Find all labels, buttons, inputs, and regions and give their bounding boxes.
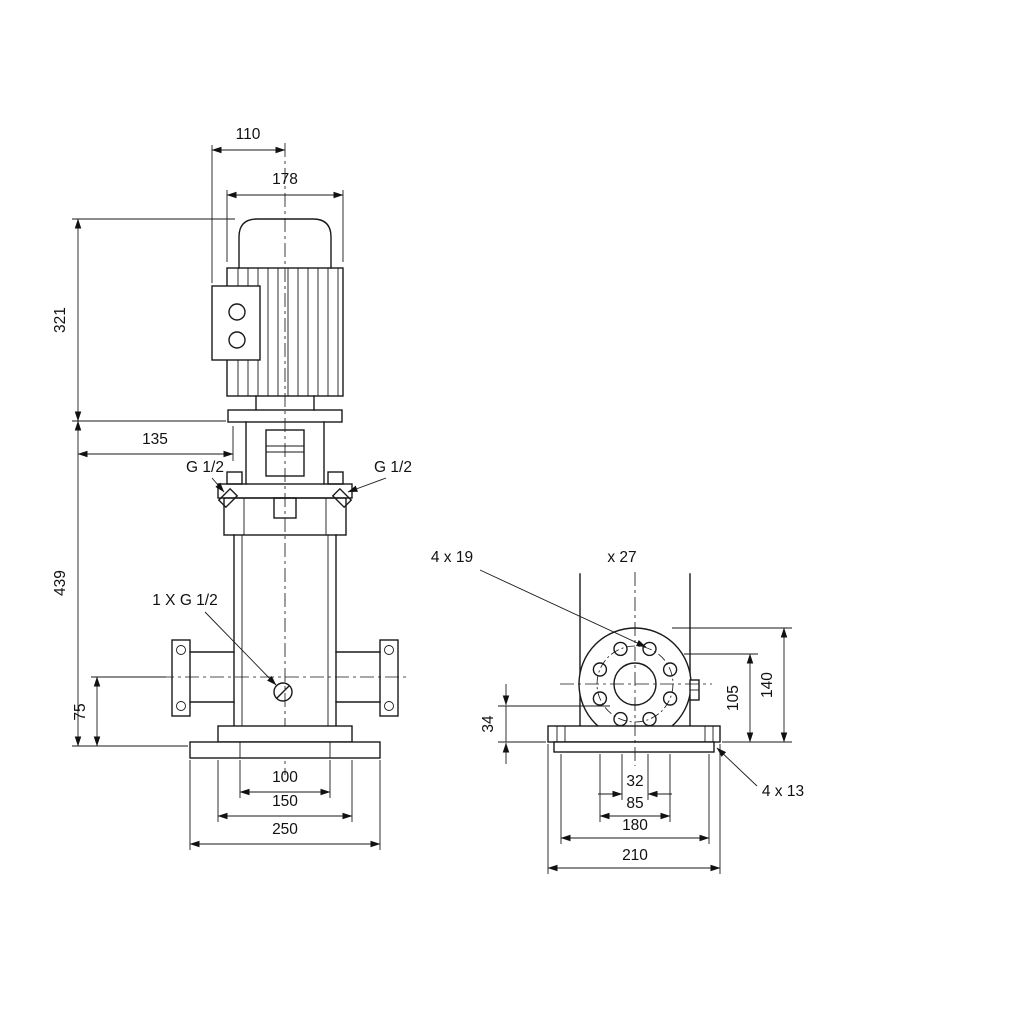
dim-140-label: 140 bbox=[759, 672, 776, 698]
bolt-hole bbox=[642, 641, 657, 657]
bolt-hole bbox=[662, 662, 678, 677]
base-foot-plate bbox=[189, 741, 381, 759]
plug-right-label: G 1/2 bbox=[374, 459, 412, 476]
dim-150-label: 150 bbox=[272, 793, 298, 810]
leader-plug-right bbox=[347, 477, 387, 493]
pipe-lines bbox=[189, 651, 381, 703]
dim-32-label: 32 bbox=[626, 773, 643, 790]
base-plate-side bbox=[547, 725, 721, 743]
leader-drain bbox=[204, 611, 277, 686]
dim-105-label: 105 bbox=[725, 685, 742, 711]
cable-entry-bottom bbox=[228, 331, 246, 349]
head-inner-lines bbox=[243, 498, 327, 535]
drain-label: 1 X G 1/2 bbox=[152, 592, 217, 609]
flange-right bbox=[379, 639, 399, 717]
dim-135-label: 135 bbox=[142, 431, 168, 448]
motor-stool bbox=[245, 421, 325, 485]
vent-plug-left bbox=[217, 487, 239, 509]
base-front bbox=[189, 725, 381, 759]
base-side bbox=[547, 725, 721, 753]
pipe-connections bbox=[171, 639, 399, 717]
base-slots-side bbox=[556, 726, 714, 742]
dim-110-label: 110 bbox=[236, 126, 261, 143]
bolt-hole bbox=[592, 691, 608, 706]
dim-178-label: 178 bbox=[272, 171, 298, 188]
base-slot-marks bbox=[239, 742, 331, 758]
hole-callout-label-2: x 27 bbox=[607, 549, 636, 566]
tie-rod-nut-left bbox=[226, 471, 243, 485]
dim-75-label: 75 bbox=[72, 703, 89, 720]
base-hole-label: 4 x 13 bbox=[762, 783, 804, 800]
terminal-box bbox=[211, 285, 261, 361]
front-dimensions: 110 178 321 439 135 75 100 bbox=[52, 126, 412, 850]
bolt-hole bbox=[613, 641, 628, 657]
dim-439-label: 439 bbox=[52, 570, 69, 596]
ext-line bbox=[226, 190, 344, 262]
hole-callout-label-1: 4 x 19 bbox=[431, 549, 473, 566]
front-view: 110 178 321 439 135 75 100 bbox=[52, 126, 412, 850]
stool-sides bbox=[245, 421, 325, 485]
motor-neck bbox=[255, 395, 315, 411]
leader-plug-left bbox=[211, 477, 225, 493]
dim-85-label: 85 bbox=[626, 795, 643, 812]
flange-bolt-hole bbox=[384, 701, 394, 711]
side-view: 4 x 19 x 27 105 140 34 4 x 13 32 bbox=[431, 549, 804, 874]
drain-plug-circle bbox=[273, 682, 293, 702]
flange-bolt-holes bbox=[592, 641, 678, 727]
motor-flange bbox=[227, 409, 343, 423]
ext-line bbox=[547, 744, 721, 874]
drain-plug bbox=[273, 682, 293, 702]
chamber-stack bbox=[233, 534, 337, 727]
drain-plug-slot bbox=[276, 685, 290, 699]
base-upper-plate bbox=[217, 725, 353, 743]
ext-line bbox=[684, 653, 792, 743]
base-foot-side bbox=[553, 741, 715, 753]
plug-left-label: G 1/2 bbox=[186, 459, 224, 476]
motor-top-cap bbox=[238, 218, 332, 269]
flange-bolt-hole bbox=[176, 645, 186, 655]
dim-210-label: 210 bbox=[622, 847, 648, 864]
ext-line bbox=[599, 754, 671, 822]
dim-34-label: 34 bbox=[480, 715, 497, 733]
head-center-port bbox=[273, 497, 297, 519]
ext-line bbox=[189, 760, 381, 850]
bolt-hole bbox=[592, 662, 608, 677]
coupling-split-lines bbox=[266, 445, 304, 453]
dim-100-label: 100 bbox=[272, 769, 298, 786]
dim-321-label: 321 bbox=[52, 307, 69, 333]
flange-left bbox=[171, 639, 191, 717]
flange-bolt-hole bbox=[384, 645, 394, 655]
coupling bbox=[265, 429, 305, 477]
bolt-hole bbox=[662, 691, 678, 706]
sleeve-inner bbox=[241, 535, 329, 726]
vent-plug-right bbox=[331, 487, 353, 509]
ext-line bbox=[72, 218, 235, 422]
ext-line bbox=[560, 754, 710, 844]
sleeve-outer bbox=[233, 534, 337, 727]
dim-250-label: 250 bbox=[272, 821, 298, 838]
tie-rod-nut-right bbox=[327, 471, 344, 485]
dim-180-label: 180 bbox=[622, 817, 648, 834]
motor bbox=[211, 218, 344, 423]
cable-entry-top bbox=[228, 303, 246, 321]
side-dimensions: 4 x 19 x 27 105 140 34 4 x 13 32 bbox=[431, 549, 804, 874]
leader-bolt-hole bbox=[479, 569, 647, 648]
leader-base-hole bbox=[716, 747, 758, 787]
flange-bolt-hole bbox=[176, 701, 186, 711]
